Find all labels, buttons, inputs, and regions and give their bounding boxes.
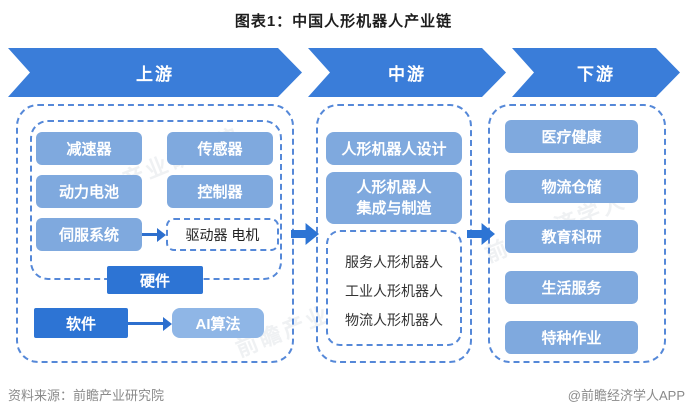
robot-design-box: 人形机器人设计 — [326, 132, 462, 165]
component-controller: 控制器 — [167, 175, 273, 208]
page-title: 图表1：中国人形机器人产业链 — [234, 13, 453, 30]
ai-algorithm-box: AI算法 — [172, 308, 264, 338]
component-sensor: 传感器 — [167, 132, 273, 165]
software-label-box: 软件 — [34, 308, 128, 338]
robot-type-logistics: 物流人形机器人 — [345, 312, 443, 328]
application-special-operations: 特种作业 — [505, 321, 638, 354]
credit-note: @前瞻经济学人APP — [567, 388, 685, 403]
component-servo-system: 伺服系统 — [36, 218, 142, 251]
robot-types-box: 服务人形机器人 工业人形机器人 物流人形机器人 — [326, 230, 462, 346]
robot-manufacture-box: 人形机器人 集成与制造 — [326, 172, 462, 224]
stage-banner-upstream: 上游 — [8, 48, 302, 97]
component-battery: 动力电池 — [36, 175, 142, 208]
arrow-head — [157, 227, 166, 242]
application-logistics-warehouse: 物流仓储 — [505, 170, 638, 203]
hardware-label-box: 硬件 — [107, 266, 203, 294]
arrow-head — [163, 316, 172, 331]
application-life-services: 生活服务 — [505, 271, 638, 304]
software-to-ai-arrow — [128, 316, 172, 331]
source-note: 资料来源：前瞻产业研究院 — [8, 388, 165, 403]
application-education-research: 教育科研 — [505, 220, 638, 253]
application-healthcare: 医疗健康 — [505, 120, 638, 153]
stage-banner-downstream: 下游 — [512, 48, 680, 97]
manufacture-line1: 人形机器人 — [356, 179, 432, 196]
robot-type-industrial: 工业人形机器人 — [345, 283, 443, 299]
upstream-to-midstream-arrow — [291, 223, 319, 245]
component-reducer: 减速器 — [36, 132, 142, 165]
stage-banner-midstream: 中游 — [308, 48, 506, 97]
servo-to-driver-arrow — [142, 227, 166, 242]
arrow-shaft — [128, 322, 163, 325]
arrow-shaft — [142, 233, 157, 236]
driver-motor-box: 驱动器 电机 — [166, 218, 279, 251]
manufacture-line2: 集成与制造 — [356, 200, 432, 217]
robot-type-service: 服务人形机器人 — [345, 254, 443, 270]
